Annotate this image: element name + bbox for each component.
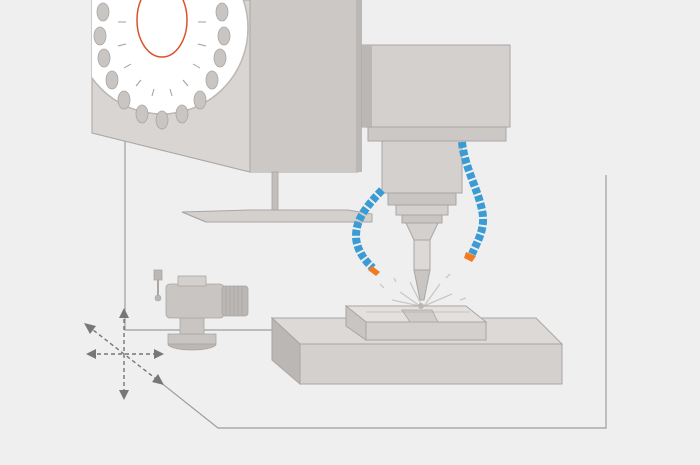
axis-arrowheads [84,308,164,400]
axis-arrows-icon [87,312,161,396]
workpiece-icon [344,303,488,341]
outline-frame [124,140,607,429]
tool-change-arm [181,171,373,223]
spindle-icon [361,44,511,301]
coolant-hose-icon [351,141,487,276]
camera-icon [153,269,249,351]
tool-magazine-icon [91,0,362,173]
